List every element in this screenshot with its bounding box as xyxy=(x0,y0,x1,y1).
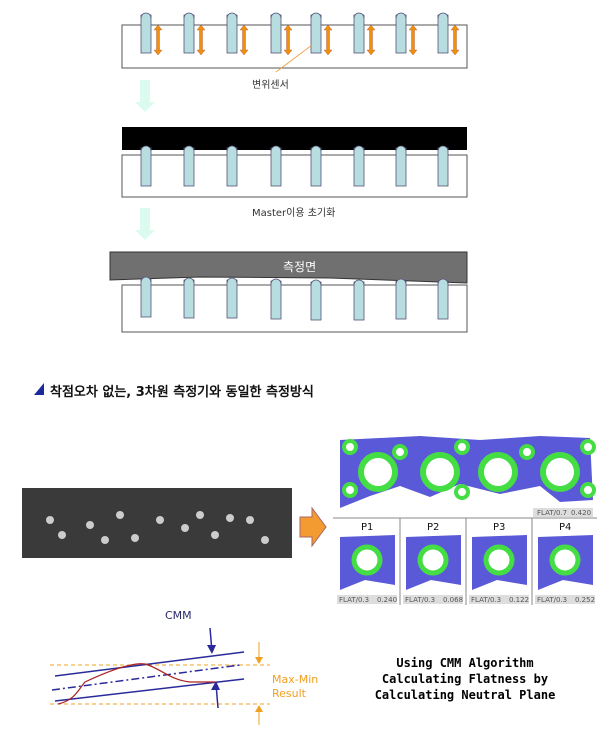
sensor-panel-2 xyxy=(121,127,468,198)
part-piece xyxy=(211,531,219,539)
hole-ring xyxy=(478,452,518,492)
hole-ring xyxy=(358,452,398,492)
flat-value: 0.240 xyxy=(377,596,397,604)
sensor xyxy=(140,145,152,187)
part-piece xyxy=(156,516,164,524)
part-piece xyxy=(261,536,269,544)
sensor xyxy=(437,145,449,187)
sensor xyxy=(395,12,407,54)
max-min-line1: Max-Min xyxy=(272,673,319,686)
sensor xyxy=(437,12,449,54)
sensor xyxy=(310,145,322,187)
algorithm-caption: Using CMM Algorithm Calculating Flatness… xyxy=(370,655,560,703)
flat-spec: FLAT/0.3 xyxy=(339,596,369,604)
sensor xyxy=(226,12,238,54)
right-arrow-icon xyxy=(299,506,327,548)
part-title: P2 xyxy=(427,522,439,533)
bolt-ring xyxy=(392,444,408,460)
triangle-bullet-icon xyxy=(34,383,44,395)
cmm-label: CMM xyxy=(165,609,192,622)
part-title: P4 xyxy=(559,522,571,533)
sensor xyxy=(353,145,365,187)
part-piece xyxy=(116,511,124,519)
sensor-panel-1 xyxy=(121,12,468,73)
sensor xyxy=(183,277,195,319)
flatness-map-overall: FLAT/0.7 0.420 xyxy=(340,436,596,517)
part-piece xyxy=(86,521,94,529)
flat-spec: FLAT/0.3 xyxy=(405,596,435,604)
sensor xyxy=(395,278,407,320)
part-title: P3 xyxy=(493,522,505,533)
sensor xyxy=(437,278,449,320)
sensor xyxy=(270,145,282,187)
bolt-ring xyxy=(454,439,470,455)
sensor xyxy=(310,12,322,54)
sensor xyxy=(353,279,365,321)
part-piece xyxy=(46,516,54,524)
sensor xyxy=(270,278,282,320)
caption-line: Calculating Neutral Plane xyxy=(374,688,556,702)
bolt-ring xyxy=(342,482,358,498)
parts-photo xyxy=(22,488,292,558)
sensor-label: 변위센서 xyxy=(252,80,289,91)
sensor xyxy=(226,145,238,187)
master-init-label: Master이용 초기화 xyxy=(252,208,336,219)
flatness-algorithm-diagram xyxy=(50,627,270,725)
max-min-line2: Result xyxy=(272,687,306,700)
sensor xyxy=(140,276,152,318)
max-min-label: Max-Min Result xyxy=(272,673,318,701)
sensor xyxy=(183,145,195,187)
caption-line: Using CMM Algorithm xyxy=(396,656,534,670)
sensor-panel-3 xyxy=(109,251,468,333)
part-piece xyxy=(131,534,139,542)
part-piece xyxy=(101,536,109,544)
down-arrow xyxy=(135,208,155,240)
sensor xyxy=(395,145,407,187)
bolt-ring xyxy=(519,444,535,460)
part-piece xyxy=(196,511,204,519)
bolt-ring xyxy=(580,482,596,498)
part-piece xyxy=(246,516,254,524)
sensor xyxy=(183,12,195,54)
part-piece xyxy=(58,531,66,539)
master-plate xyxy=(122,127,467,150)
flat-value: 0.252 xyxy=(575,596,595,604)
bolt-ring xyxy=(454,484,470,500)
measured-surface xyxy=(109,251,468,284)
sensor xyxy=(270,12,282,54)
sensor xyxy=(353,12,365,54)
hole-ring xyxy=(420,452,460,492)
flat-value: 0.122 xyxy=(509,596,529,604)
caption-line: Calculating Flatness by xyxy=(381,672,549,686)
sensor xyxy=(140,12,152,54)
flat-value: 0.068 xyxy=(443,596,463,604)
hole-ring xyxy=(540,452,580,492)
sensor xyxy=(226,277,238,319)
bolt-ring xyxy=(580,439,596,455)
part-title: P1 xyxy=(361,522,373,533)
sensor xyxy=(310,279,322,321)
section-heading: 착점오차 없는, 3차원 측정기와 동일한 측정방식 xyxy=(50,385,314,400)
flat-spec: FLAT/0.3 xyxy=(537,596,567,604)
flat-value: 0.420 xyxy=(571,509,591,517)
flat-spec: FLAT/0.7 xyxy=(537,509,567,517)
part-piece xyxy=(226,514,234,522)
flat-spec: FLAT/0.3 xyxy=(471,596,501,604)
down-arrow xyxy=(135,80,155,112)
part-piece xyxy=(181,524,189,532)
measured-surface-label: 측정면 xyxy=(283,260,317,274)
bolt-ring xyxy=(342,439,358,455)
